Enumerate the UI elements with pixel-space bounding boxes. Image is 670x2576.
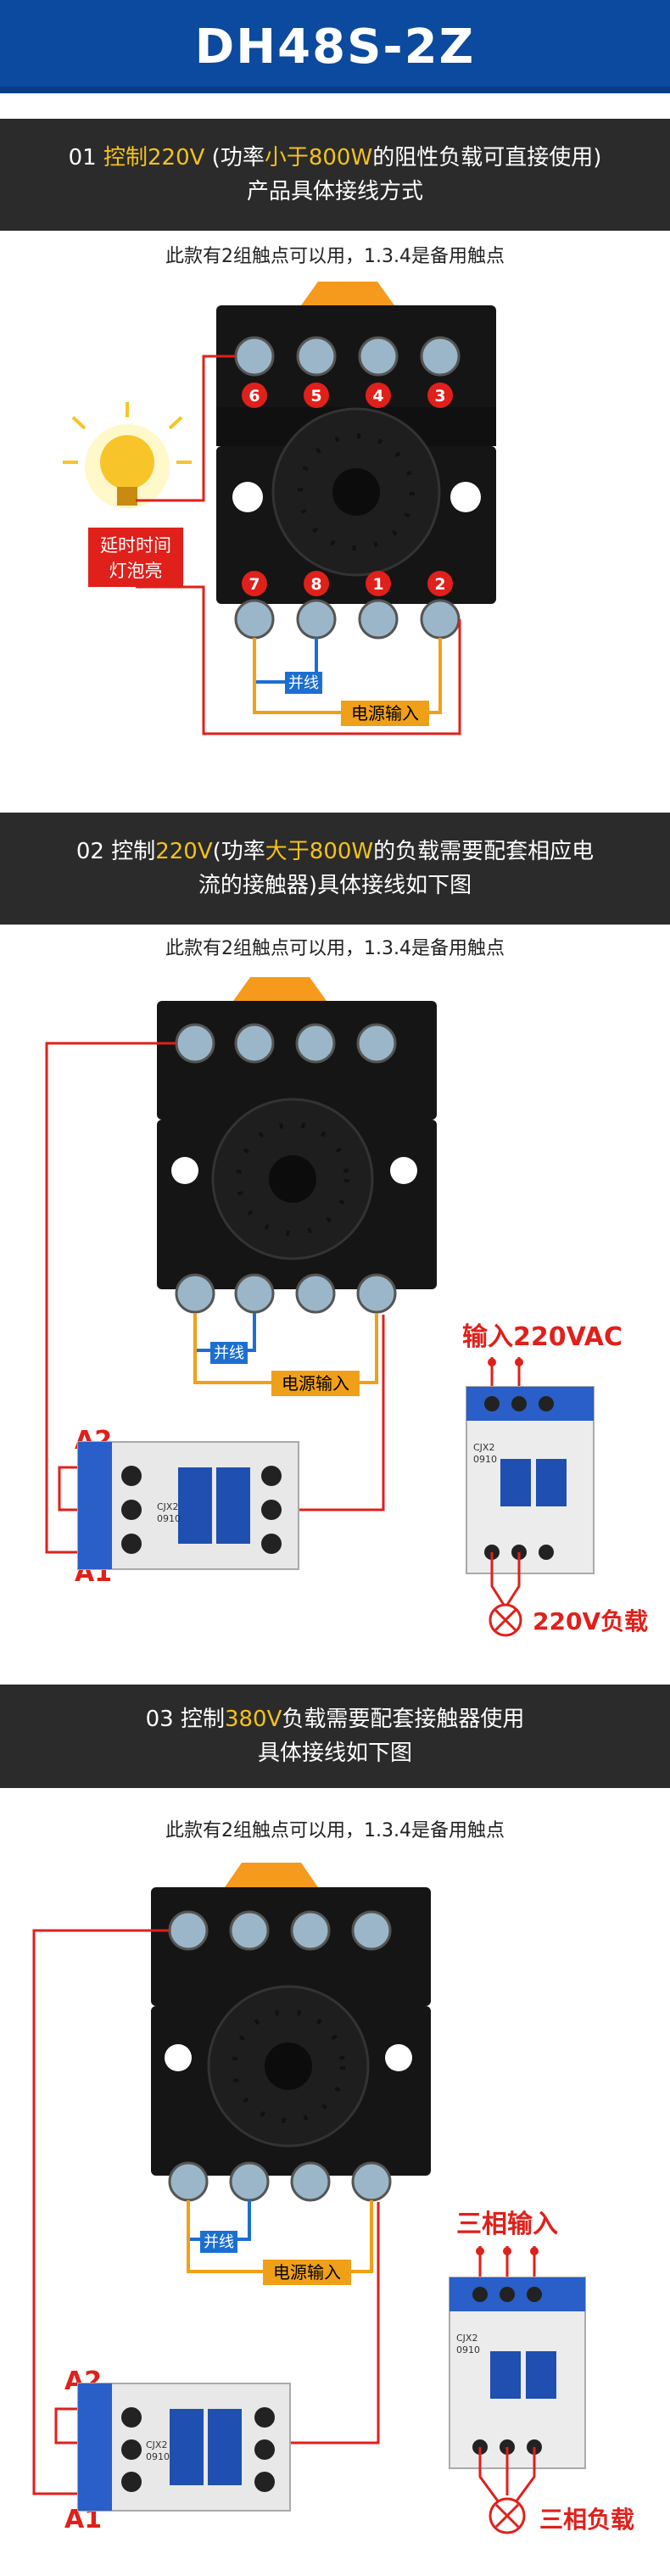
wire-red-top [136, 355, 236, 502]
terminal-6: 6 [248, 387, 260, 405]
contactor-number: 0910 [146, 2451, 170, 2462]
load-icon [489, 1603, 522, 1637]
section-3-note: 此款有2组触点可以用，1.3.4是备用触点 [165, 1820, 505, 1841]
terminal-7: 7 [248, 575, 260, 594]
section-1-note: 此款有2组触点可以用，1.3.4是备用触点 [165, 246, 505, 267]
load-icon [489, 2497, 526, 2534]
lamp-label-box [88, 528, 183, 587]
wire-red-bottom [136, 585, 461, 735]
wire-red-a2 [58, 1315, 385, 1512]
power-label: 电源输入 [273, 2262, 341, 2283]
contactor-model: CJX2 [473, 1442, 494, 1453]
parallel-label-box [200, 2231, 237, 2253]
power-label-box [271, 1371, 360, 1396]
page-title: DH48S-2Z [194, 19, 476, 75]
relay-socket [157, 977, 437, 1314]
section-2-header: 02 控制220V(功率大于800W的负载需要配套相应电 流的接触器)具体接线如… [0, 813, 670, 925]
contactor-model: CJX2 [456, 2333, 477, 2344]
section-2-wiring-diagram: 并线 电源输入 A2 A1 CJX2 0910 输入220VAC CJX [45, 977, 648, 1637]
terminal-2: 2 [434, 575, 445, 594]
parallel-label: 并线 [288, 674, 319, 692]
parallel-label: 并线 [204, 2233, 234, 2251]
load-label: 三相负载 [539, 2506, 634, 2534]
section-3-header-line2: 具体接线如下图 [257, 1741, 412, 1766]
power-label: 电源输入 [351, 703, 419, 724]
contactor-model: CJX2 [146, 2439, 167, 2450]
terminal-1: 1 [372, 575, 383, 594]
relay-socket [216, 282, 496, 640]
input-label: 三相输入 [456, 2210, 558, 2239]
load-label: 220V负载 [533, 1607, 648, 1635]
power-label-box [263, 2260, 351, 2285]
terminal-labels: 6 5 4 3 7 8 1 2 [242, 383, 453, 596]
title-bar: DH48S-2Z [0, 0, 670, 93]
section-3-header: 03 控制380V负载需要配套接触器使用 具体接线如下图 [0, 1685, 670, 1788]
lamp-label-line2: 灯泡亮 [109, 561, 163, 581]
relay-socket [151, 1863, 431, 2202]
section-3-header-line1: 03 控制380V负载需要配套接触器使用 [145, 1707, 525, 1732]
contactor-right: CJX2 0910 [466, 1357, 595, 1606]
section-1-header-line2: 产品具体接线方式 [246, 179, 423, 204]
section-1-header-line1: 01 控制220V (功率小于800W的阻性负载可直接使用) [68, 145, 602, 170]
parallel-label-box [210, 1342, 248, 1364]
power-label: 电源输入 [282, 1373, 349, 1394]
contactor-left: CJX2 0910 [77, 1441, 299, 1570]
terminal-3: 3 [434, 387, 445, 405]
section-3-wiring-diagram: 并线 电源输入 A2 A1 CJX2 0910 三相输入 CJX2 [32, 1863, 634, 2534]
wire-red-a1 [45, 1042, 176, 1554]
power-label-box [341, 701, 429, 726]
section-2-header-line1: 02 控制220V(功率大于800W的负载需要配套相应电 [75, 839, 595, 864]
section-1-wiring-diagram: 6 5 4 3 7 8 1 2 延时时间 灯泡亮 并线 电源输入 [63, 282, 496, 735]
wire-red-a2 [54, 2202, 380, 2445]
input-label: 输入220VAC [462, 1322, 623, 1352]
contactor-number: 0910 [157, 1513, 181, 1524]
lamp-label-line1: 延时时间 [100, 535, 171, 556]
terminal-8: 8 [310, 575, 321, 594]
terminal-4: 4 [372, 387, 383, 405]
wire-red-a1 [32, 1929, 170, 2495]
terminal-5: 5 [310, 387, 321, 405]
section-2-note: 此款有2组触点可以用，1.3.4是备用触点 [165, 938, 505, 959]
contactor-model: CJX2 [157, 1501, 178, 1512]
bulb-icon [63, 402, 192, 509]
parallel-label: 并线 [214, 1344, 244, 1362]
contactor-number: 0910 [473, 1454, 497, 1465]
section-1-header: 01 控制220V (功率小于800W的阻性负载可直接使用) 产品具体接线方式 [0, 119, 670, 231]
contactor-right: CJX2 0910 [449, 2246, 586, 2503]
contactor-left: CJX2 0910 [77, 2383, 291, 2512]
contactor-number: 0910 [456, 2344, 480, 2355]
section-2-header-line2: 流的接触器)具体接线如下图 [198, 873, 472, 898]
parallel-label-box [285, 672, 322, 694]
